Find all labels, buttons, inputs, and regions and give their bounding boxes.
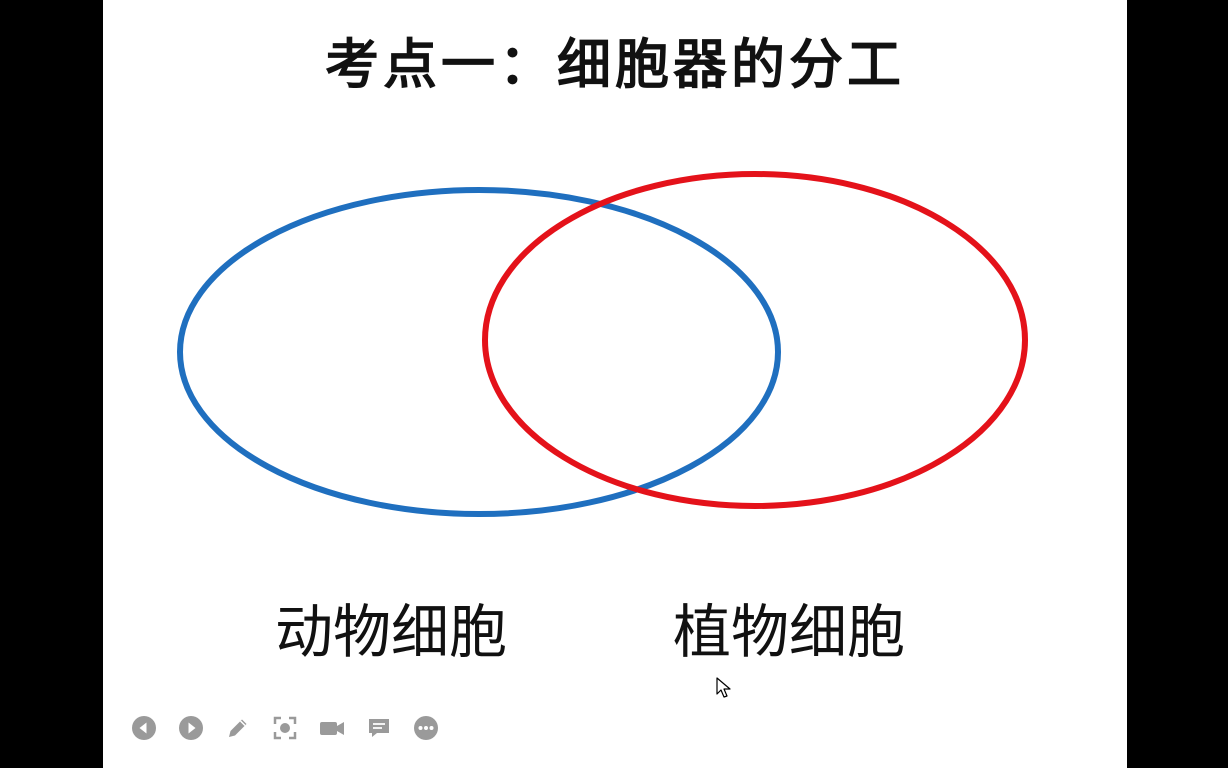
video-camera-icon xyxy=(320,722,344,735)
animal-cell-label: 动物细胞 xyxy=(275,598,508,666)
screenshot-icon xyxy=(273,716,297,740)
pen-button[interactable] xyxy=(223,713,253,743)
plant-cell-label: 植物细胞 xyxy=(673,598,906,666)
venn-diagram xyxy=(177,171,1028,517)
next-icon xyxy=(179,716,203,740)
comment-icon xyxy=(369,719,389,737)
previous-icon xyxy=(132,716,156,740)
pen-icon xyxy=(229,719,247,737)
slideshow-toolbar xyxy=(129,712,441,744)
more-icon xyxy=(414,716,438,740)
comment-button[interactable] xyxy=(364,713,394,743)
plant-cell-circle xyxy=(482,171,1028,509)
slide: 考点一：细胞器的分工 动物细胞 植物细胞 xyxy=(103,0,1127,768)
screenshot-button[interactable] xyxy=(270,713,300,743)
animal-cell-circle xyxy=(177,187,781,517)
next-button[interactable] xyxy=(176,713,206,743)
previous-button[interactable] xyxy=(129,713,159,743)
more-button[interactable] xyxy=(411,713,441,743)
record-button[interactable] xyxy=(317,713,347,743)
slide-title: 考点一：细胞器的分工 xyxy=(325,32,905,96)
mouse-pointer-icon xyxy=(716,677,731,698)
